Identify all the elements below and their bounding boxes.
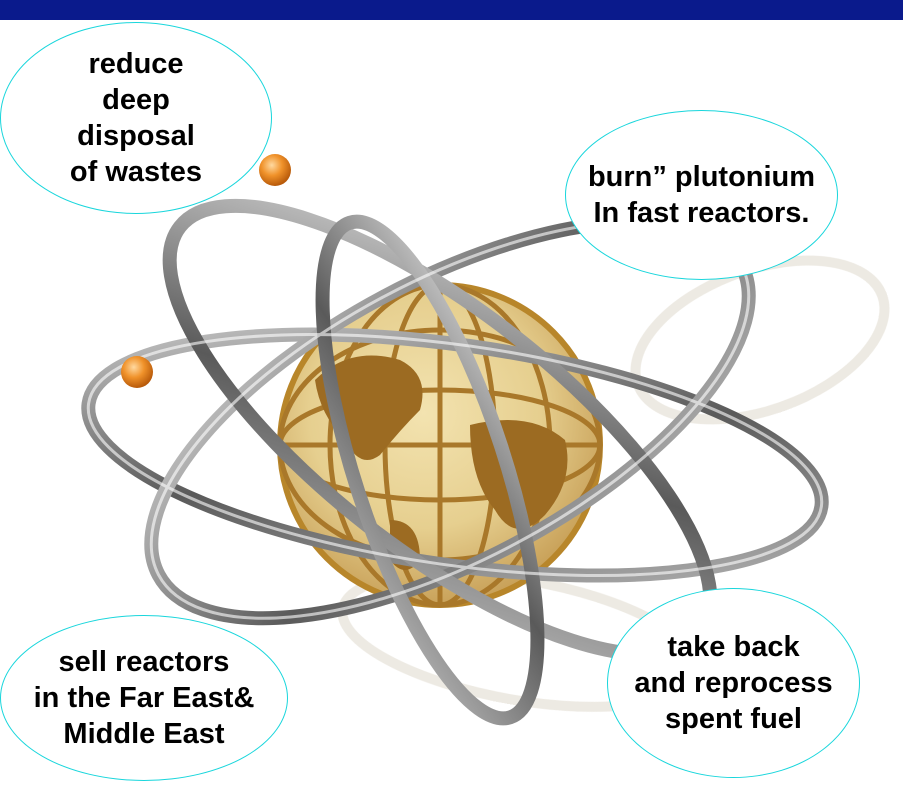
- bubble-line: in the Far East&: [33, 682, 255, 714]
- bubble-line: reduce: [88, 48, 184, 80]
- bubble-line: burn” plutonium: [587, 161, 816, 193]
- bubble-take-back-fuel: take back and reprocess spent fuel: [607, 588, 860, 778]
- bubble-burn-plutonium: burn” plutonium In fast reactors.: [565, 110, 838, 280]
- bubble-line: In fast reactors.: [593, 197, 810, 229]
- bubble-sell-reactors: sell reactors in the Far East& Middle Ea…: [0, 615, 288, 781]
- electron-icon: [121, 356, 153, 388]
- bubble-line: deep: [102, 84, 170, 116]
- bubble-line: Middle East: [63, 718, 225, 750]
- bubble-line: disposal: [77, 120, 195, 152]
- atom-globe-icon: [81, 154, 890, 726]
- bubble-line: and reprocess: [634, 667, 833, 699]
- bubble-reduce-waste: reduce deep disposal of wastes: [0, 22, 272, 214]
- bubble-line: sell reactors: [58, 646, 230, 678]
- bubble-line: of wastes: [69, 156, 203, 188]
- electron-icon: [259, 154, 291, 186]
- bubble-line: spent fuel: [665, 703, 802, 735]
- bubble-line: take back: [667, 631, 800, 663]
- header-bar: [0, 0, 903, 20]
